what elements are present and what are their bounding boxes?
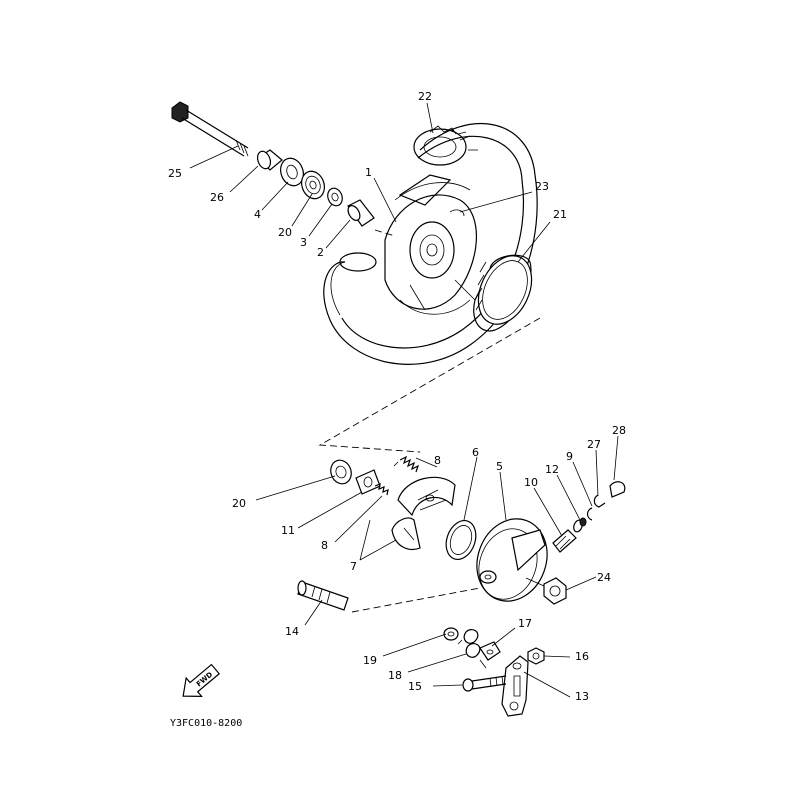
axle-bolt-part-25 xyxy=(171,101,249,157)
callout-28: 28 xyxy=(612,424,626,437)
callout-1: 1 xyxy=(365,166,372,179)
callout-3: 3 xyxy=(300,236,307,249)
cam-part-11 xyxy=(355,469,381,495)
callout-26: 26 xyxy=(210,191,224,204)
clip-part-9 xyxy=(586,507,593,521)
callout-23: 23 xyxy=(535,180,549,193)
brake-arm-part-13 xyxy=(501,655,529,717)
tire-part-22 xyxy=(323,123,538,365)
bearing-part-20-top xyxy=(301,170,325,200)
callout-7: 7 xyxy=(350,560,357,573)
washer-part-3 xyxy=(327,187,343,207)
bolt-part-15 xyxy=(462,675,507,692)
callout-25: 25 xyxy=(168,167,182,180)
brake-shoes-part-7 xyxy=(391,476,456,551)
return-spring-part-18 xyxy=(457,628,487,669)
reference-code: Y3FC010-8200 xyxy=(170,718,242,729)
camshaft-lever-part-10 xyxy=(552,529,577,553)
callout-15: 15 xyxy=(408,680,422,693)
callout-19: 19 xyxy=(363,654,377,667)
callout-16: 16 xyxy=(575,650,589,663)
callout-24: 24 xyxy=(597,571,611,584)
brake-ring-part-21 xyxy=(473,254,533,332)
washer-part-12 xyxy=(573,517,587,533)
hub-part-1 xyxy=(384,174,478,315)
spacer-part-2 xyxy=(347,199,375,227)
assembly-axis-line-lower xyxy=(351,587,481,613)
callout-8-top: 8 xyxy=(434,454,441,467)
indicator-plate-part-17 xyxy=(479,641,501,661)
callout-9: 9 xyxy=(566,450,573,463)
collar-part-26 xyxy=(256,149,283,171)
callout-14: 14 xyxy=(285,625,299,638)
pin-part-27 xyxy=(593,494,606,508)
callout-20-lower: 20 xyxy=(232,497,246,510)
bearing-part-20-lower xyxy=(330,459,352,485)
callout-2: 2 xyxy=(317,246,324,259)
washer-part-19 xyxy=(443,627,459,641)
callout-20-top: 20 xyxy=(278,226,292,239)
pin-part-28 xyxy=(609,481,626,498)
callout-labels: 22 1 23 21 25 26 4 20 3 2 8 20 11 8 7 6 … xyxy=(168,90,626,703)
callout-12: 12 xyxy=(545,463,559,476)
assembly-axis-line xyxy=(318,317,541,453)
camshaft-part-14 xyxy=(297,580,349,611)
callout-17: 17 xyxy=(518,617,532,630)
callout-8-lower: 8 xyxy=(321,539,328,552)
callout-18: 18 xyxy=(388,669,402,682)
o-ring-part-6 xyxy=(445,520,477,560)
callout-13: 13 xyxy=(575,690,589,703)
callout-22: 22 xyxy=(418,90,432,103)
callout-6: 6 xyxy=(472,446,479,459)
leader-lines xyxy=(189,102,619,698)
callout-5: 5 xyxy=(496,460,503,473)
oil-seal-part-4 xyxy=(280,157,304,187)
assembly-axis-line-hub xyxy=(374,229,396,237)
callout-21: 21 xyxy=(553,208,567,221)
spring-part-8-lower xyxy=(374,483,389,496)
nut-part-16 xyxy=(527,647,545,665)
callout-27: 27 xyxy=(587,438,601,451)
nut-part-24 xyxy=(525,577,567,605)
callout-11: 11 xyxy=(281,524,295,537)
brake-plate-part-5 xyxy=(476,518,548,602)
fwd-direction-icon: FWD xyxy=(182,663,221,697)
callout-4: 4 xyxy=(254,208,261,221)
callout-10: 10 xyxy=(524,476,538,489)
